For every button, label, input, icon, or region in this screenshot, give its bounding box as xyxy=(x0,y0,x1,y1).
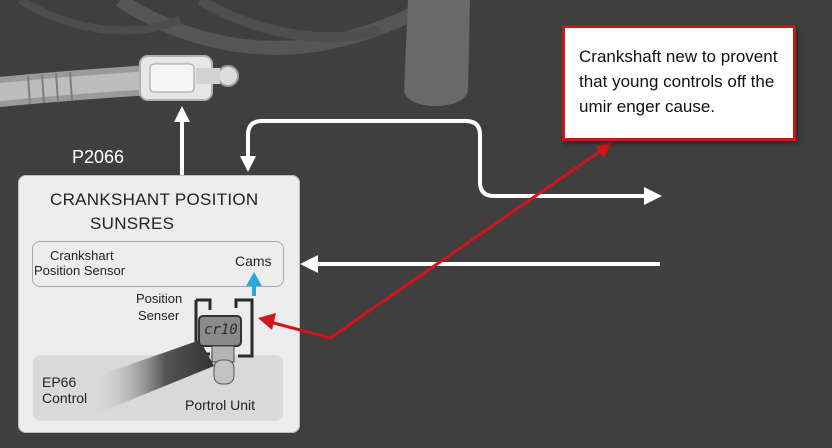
chip-label: cr10 xyxy=(204,322,238,338)
panel-title-line1: CRANKSHANT POSITION xyxy=(50,190,259,209)
callout-text: Crankshaft new to provent that young con… xyxy=(579,47,778,116)
cable-bundle-icon xyxy=(17,0,470,107)
sensor-box xyxy=(32,241,284,287)
connector-icon xyxy=(139,55,239,101)
hose-icon xyxy=(0,65,165,107)
signal-beam xyxy=(92,340,214,414)
pointer-arrow xyxy=(258,142,612,340)
panel-title-line2: SUNSRES xyxy=(90,214,175,233)
code-label: P2066 xyxy=(72,147,125,167)
flow-arrow-loop xyxy=(246,119,646,198)
flow-arrow-return xyxy=(300,255,660,273)
cams-arrow xyxy=(246,272,262,296)
control-label-line1: EP66 xyxy=(42,374,77,390)
callout-note: Crankshaft new to provent that young con… xyxy=(562,25,796,141)
up-arrow xyxy=(174,106,190,175)
unit-label: Portrol Unit xyxy=(185,397,256,413)
position-label-line2: Senser xyxy=(138,308,180,323)
sensor-probe-icon xyxy=(198,315,242,385)
sensor-label-line2: Position Sensor xyxy=(34,263,126,278)
position-label-line1: Position xyxy=(136,291,183,306)
control-label-line2: Control xyxy=(42,390,88,406)
sensor-label-line1: Crankshart xyxy=(50,248,114,263)
cams-label: Cams xyxy=(235,253,272,269)
